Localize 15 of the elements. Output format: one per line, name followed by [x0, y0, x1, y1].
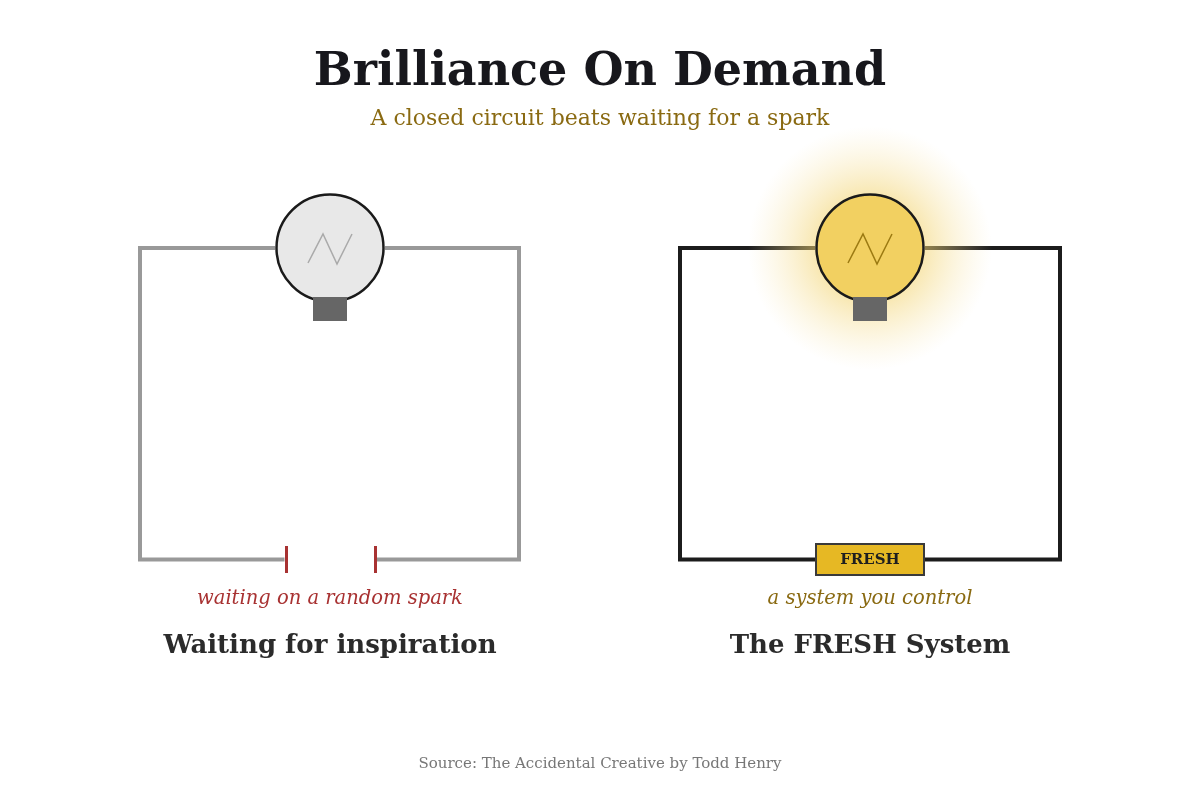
circuit-block — [815, 543, 925, 576]
contact-plate — [373, 546, 377, 573]
annotation: a system you control — [767, 586, 973, 610]
chart-title: Brilliance On Demand — [313, 42, 887, 98]
block-label: FRESH — [840, 552, 900, 567]
subtitle: A closed circuit beats waiting for a spark — [370, 104, 830, 132]
panel-heading: The FRESH System — [729, 629, 1011, 661]
wire — [138, 246, 285, 562]
annotation: waiting on a random spark — [197, 586, 463, 610]
contact-plate — [284, 546, 288, 573]
source-note: Source: The Accidental Creative by Todd Henry — [418, 754, 782, 772]
light-bulb — [275, 193, 385, 321]
wire — [376, 246, 521, 562]
light-bulb — [815, 193, 925, 321]
panel-heading: Waiting for inspiration — [163, 629, 497, 661]
